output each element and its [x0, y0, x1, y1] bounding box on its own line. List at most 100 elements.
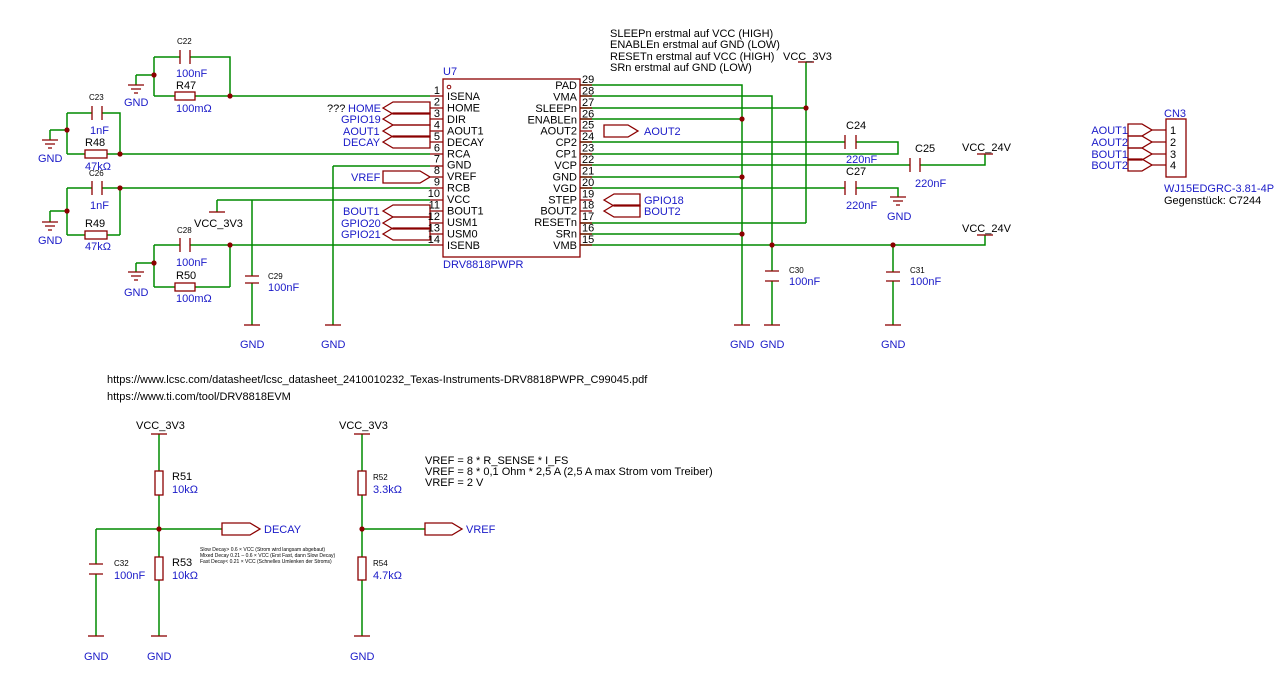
c26-symbol [91, 181, 103, 195]
pin1-marker [446, 84, 452, 90]
aout2-port-icon [603, 124, 640, 138]
c25-ref: C25 [915, 143, 935, 155]
chip-pin-name: VMA [553, 91, 578, 103]
dir-port-icon [381, 112, 431, 126]
r54-ref: R54 [373, 559, 388, 568]
r51-value: 10kΩ [172, 484, 198, 496]
chip-pin-number: 10 [428, 188, 440, 200]
c27-ref: C27 [846, 166, 866, 178]
c32-value: 100nF [114, 570, 145, 582]
usm0-port-icon [381, 227, 431, 241]
vref-net-label: VREF [466, 524, 496, 536]
divider-section: DECAY Slow Decay> 0.6 × VCC (Strom wird … [200, 455, 713, 565]
vcc33-label: VCC_3V3 [783, 51, 832, 63]
c28-symbol [179, 238, 191, 252]
r54-value: 4.7kΩ [373, 570, 402, 582]
r49-value: 47kΩ [85, 241, 111, 253]
c24-value: 220nF [846, 154, 877, 166]
net-gpio20: GPIO20 [341, 218, 381, 230]
r52-value: 3.3kΩ [373, 484, 402, 496]
chip-body [442, 78, 581, 258]
c29-value: 100nF [268, 282, 299, 294]
net-gpio21: GPIO21 [341, 229, 381, 241]
usm1-port-icon [381, 216, 431, 230]
datasheet-links: https://www.lcsc.com/datasheet/lcsc_data… [107, 374, 648, 403]
gnd-icon [128, 84, 144, 94]
cn3-aout1-port-icon [1127, 123, 1154, 137]
r54-symbol [357, 556, 367, 581]
bout1-port-icon [381, 204, 431, 218]
r47-symbol [174, 91, 196, 101]
gnd-label: GND [84, 651, 109, 663]
r50-value: 100mΩ [176, 293, 212, 305]
chip-pin-name: HOME [447, 102, 480, 114]
note-line: RESETn erstmal auf VCC (HIGH) [610, 51, 774, 63]
chip-pin-name: ISENB [447, 240, 480, 252]
chip-notes: SLEEPn erstmal auf VCC (HIGH) ENABLEn er… [610, 28, 780, 74]
connector-net-aout1: AOUT1 [1091, 125, 1128, 137]
gnd-label: GND [38, 235, 63, 247]
r48-symbol [84, 149, 108, 159]
r50-symbol [174, 282, 196, 292]
vref-formula: VREF = 8 * 0,1 Ohm * 2,5 A (2,5 A max St… [425, 466, 713, 478]
gnd-label: GND [760, 339, 785, 351]
r51-symbol [154, 470, 164, 496]
net-aout1: AOUT1 [343, 126, 380, 138]
net-home: HOME [348, 103, 381, 115]
connector-body [1165, 118, 1187, 178]
c26-ref: C26 [89, 169, 104, 178]
c28-value: 100nF [176, 257, 207, 269]
chip-ref: U7 [443, 66, 457, 78]
r47-value: 100mΩ [176, 103, 212, 115]
vcc33-label: VCC_3V3 [339, 420, 388, 432]
chip-pin-name: USM1 [447, 217, 478, 229]
chip-pin-number: 5 [434, 131, 440, 143]
chip-pin-number: 18 [582, 200, 594, 212]
c30-symbol [765, 270, 779, 282]
home-port-icon [381, 101, 431, 115]
chip-pin-name: PAD [555, 80, 577, 92]
power-labels: GND GND GND GND GND GND GND GND GND GND … [38, 51, 1012, 663]
c24-symbol [844, 135, 857, 149]
chip-pin-name: VCP [554, 160, 577, 172]
chip-pin-number: 19 [582, 188, 594, 200]
chip-pin-name: CP1 [556, 149, 577, 161]
wires [49, 56, 986, 636]
datasheet-link[interactable]: https://www.lcsc.com/datasheet/lcsc_data… [107, 374, 648, 386]
gnd-label: GND [350, 651, 375, 663]
chip-pin-name: AOUT1 [447, 125, 484, 137]
c22-value: 100nF [176, 68, 207, 80]
chip-pin-name: STEP [548, 194, 577, 206]
r51-ref: R51 [172, 471, 192, 483]
chip-pin-name: RESETn [534, 217, 577, 229]
c29-symbol [245, 275, 259, 284]
vcc33-label: VCC_3V3 [136, 420, 185, 432]
gnd-label: GND [147, 651, 172, 663]
cn3-bout2-port-icon [1127, 158, 1154, 172]
chip-pin-name: VMB [553, 240, 577, 252]
gnd-label: GND [321, 339, 346, 351]
r49-ref: R49 [85, 218, 105, 230]
chip-pin-name: USM0 [447, 228, 478, 240]
c32-symbol [89, 563, 103, 575]
chip-pin-name: DECAY [447, 137, 485, 149]
chip-pin-number: 2 [434, 96, 440, 108]
chip-pin-name: RCB [447, 183, 470, 195]
c22-ref: C22 [177, 37, 192, 46]
c31-value: 100nF [910, 276, 941, 288]
chip-pin-name: RCA [447, 148, 471, 160]
net-gpio18: GPIO18 [644, 195, 684, 207]
chip-pin-number: 9 [434, 177, 440, 189]
vref-formula: VREF = 2 V [425, 477, 484, 489]
evm-link[interactable]: https://www.ti.com/tool/DRV8818EVM [107, 391, 291, 403]
chip-pin-name: VREF [447, 171, 477, 183]
c25-symbol [909, 158, 921, 172]
chip-pin-number: 14 [428, 234, 440, 246]
chip-pin-name: VGD [553, 183, 577, 195]
r52-ref: R52 [373, 473, 388, 482]
vref-formula: VREF = 8 * R_SENSE * I_FS [425, 455, 568, 467]
chip-pin-name: GND [553, 171, 578, 183]
note-line: ENABLEn erstmal auf GND (LOW) [610, 39, 780, 51]
